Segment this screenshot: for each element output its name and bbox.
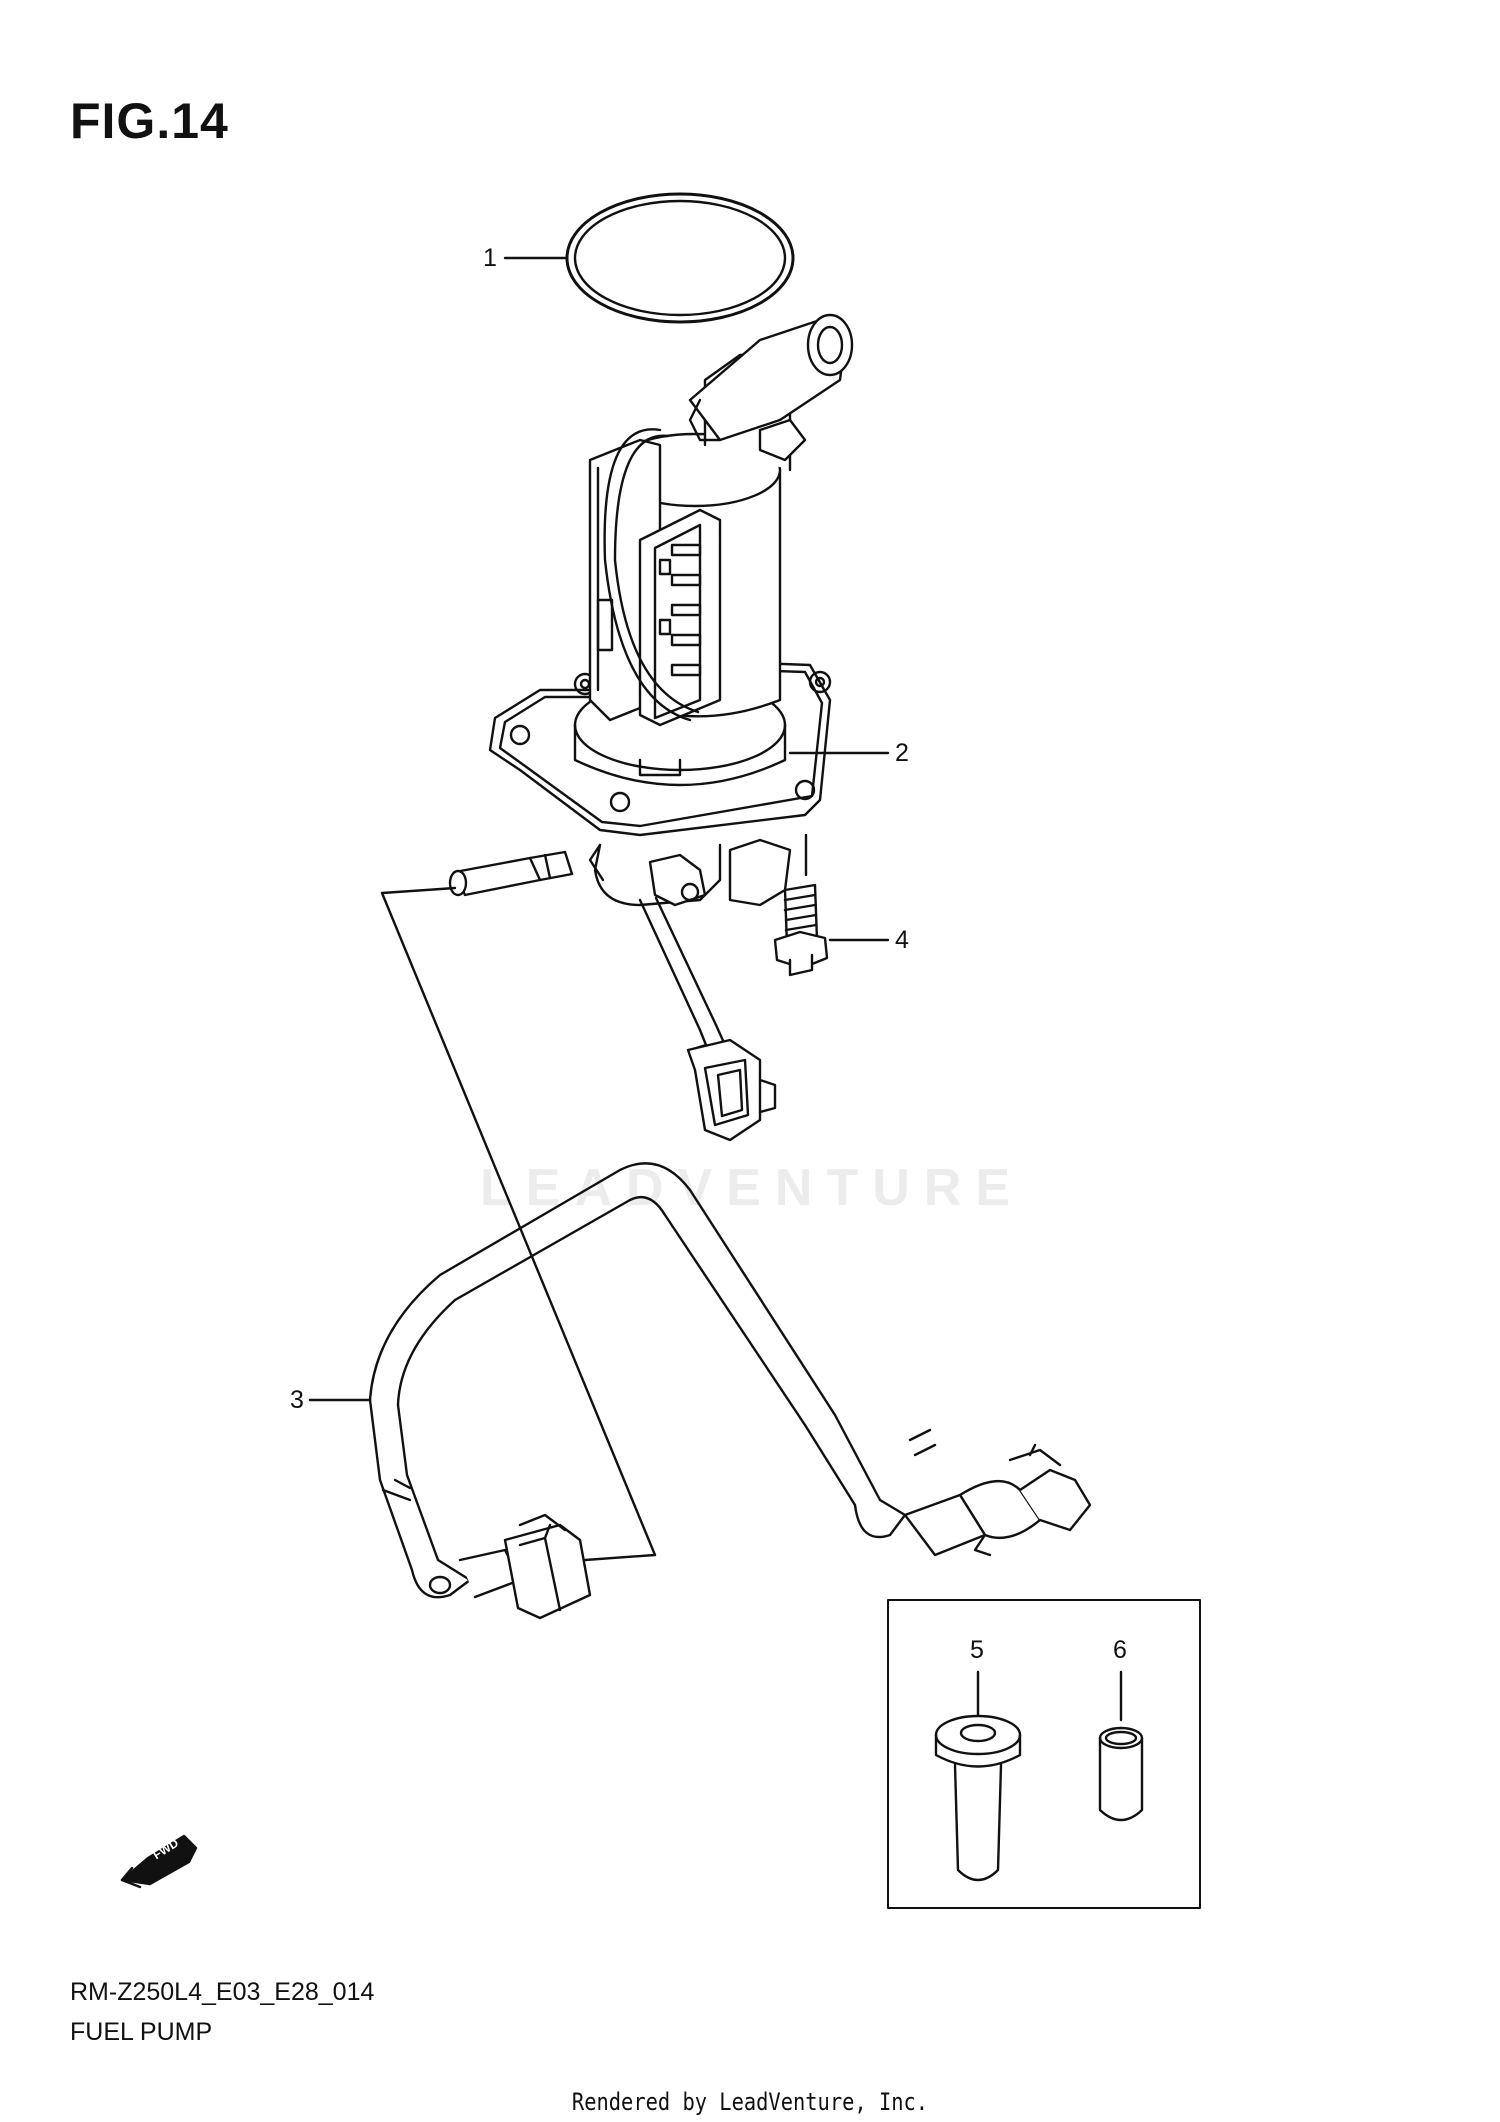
callout-number-6: 6 xyxy=(1113,1636,1127,1664)
grommet-part[interactable] xyxy=(934,1714,1022,1882)
callout-number-1: 2 xyxy=(895,739,909,767)
assembly-guide-line xyxy=(380,886,657,1562)
figure-name: FUEL PUMP xyxy=(70,2018,213,2046)
callout-number-2: 1 xyxy=(483,244,497,272)
callout-number-3: 3 xyxy=(290,1386,304,1414)
figure-code: RM-Z250L4_E03_E28_014 xyxy=(70,1978,375,2006)
fuel-pump-assembly[interactable] xyxy=(448,313,854,1142)
bolt-part[interactable] xyxy=(773,883,829,977)
figure-title: FIG.14 xyxy=(70,93,229,149)
fuel-hose-part[interactable] xyxy=(368,1162,1092,1620)
o-ring-part[interactable] xyxy=(565,192,795,324)
callout-number-5: 5 xyxy=(970,1636,984,1664)
watermark: LEADVENTURE xyxy=(480,1159,1025,1217)
subparts-box xyxy=(887,1599,1201,1909)
cap-part[interactable] xyxy=(1098,1726,1144,1822)
forward-direction-icon xyxy=(120,1834,198,1889)
callout-number-4: 4 xyxy=(895,926,909,954)
render-credit: Rendered by LeadVenture, Inc. xyxy=(571,2088,929,2116)
